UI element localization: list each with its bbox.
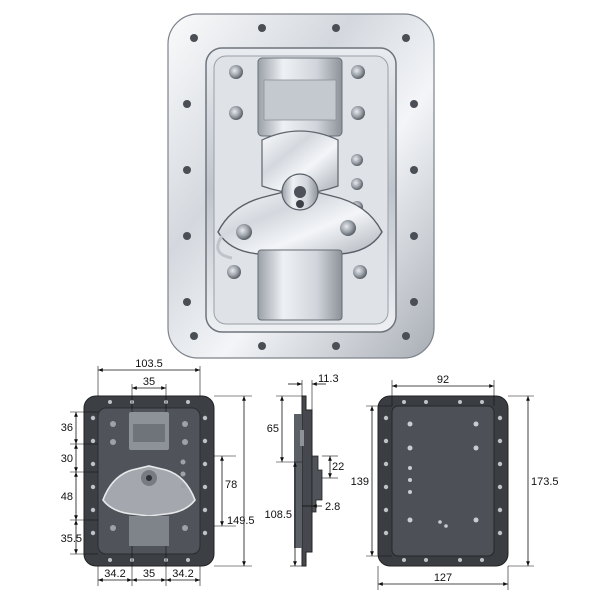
dim-side-protrusion: 22: [332, 461, 344, 473]
latch-lower-plate: [257, 249, 343, 321]
dim-front-overall-width: 103.5: [135, 358, 163, 370]
dim-front-bottom-right: 34.2: [172, 568, 193, 580]
dim-side-thickness: 2.8: [325, 501, 340, 513]
dim-back-overall-height: 173.5: [531, 476, 559, 488]
back-view-drawing: 92 139 173.5 127: [351, 374, 559, 590]
side-view-drawing: 11.3 65 108.5 22 2.8: [264, 373, 344, 567]
dim-front-row4: 35.5: [61, 533, 82, 545]
dim-back-inner-width: 92: [437, 374, 449, 386]
latch-rivets: [227, 65, 367, 279]
dim-front-total-height: 149.5: [227, 515, 255, 527]
dim-back-inner-height: 139: [351, 476, 369, 488]
latch-photo: [167, 13, 435, 359]
dim-side-top-section: 65: [267, 423, 279, 435]
dim-front-handle-width: 35: [143, 376, 155, 388]
front-view-drawing: 103.5 35 36 30 48 35.5 78 149.5: [61, 358, 255, 586]
dim-back-overall-width: 127: [434, 572, 452, 584]
latch-hook: [261, 130, 339, 194]
dim-side-lower-height: 108.5: [264, 509, 292, 521]
dim-front-mid-height: 78: [225, 479, 237, 491]
flange-holes: [183, 24, 418, 350]
dim-side-depth: 11.3: [318, 373, 339, 385]
dim-front-row3: 48: [61, 491, 73, 503]
butterfly-handle: [217, 187, 383, 259]
side-view-profile: [301, 395, 313, 567]
dim-front-bottom-left: 34.2: [104, 568, 125, 580]
dim-front-row1: 36: [61, 422, 73, 434]
dim-front-bottom-mid: 35: [143, 568, 155, 580]
dim-front-row2: 30: [61, 453, 73, 465]
